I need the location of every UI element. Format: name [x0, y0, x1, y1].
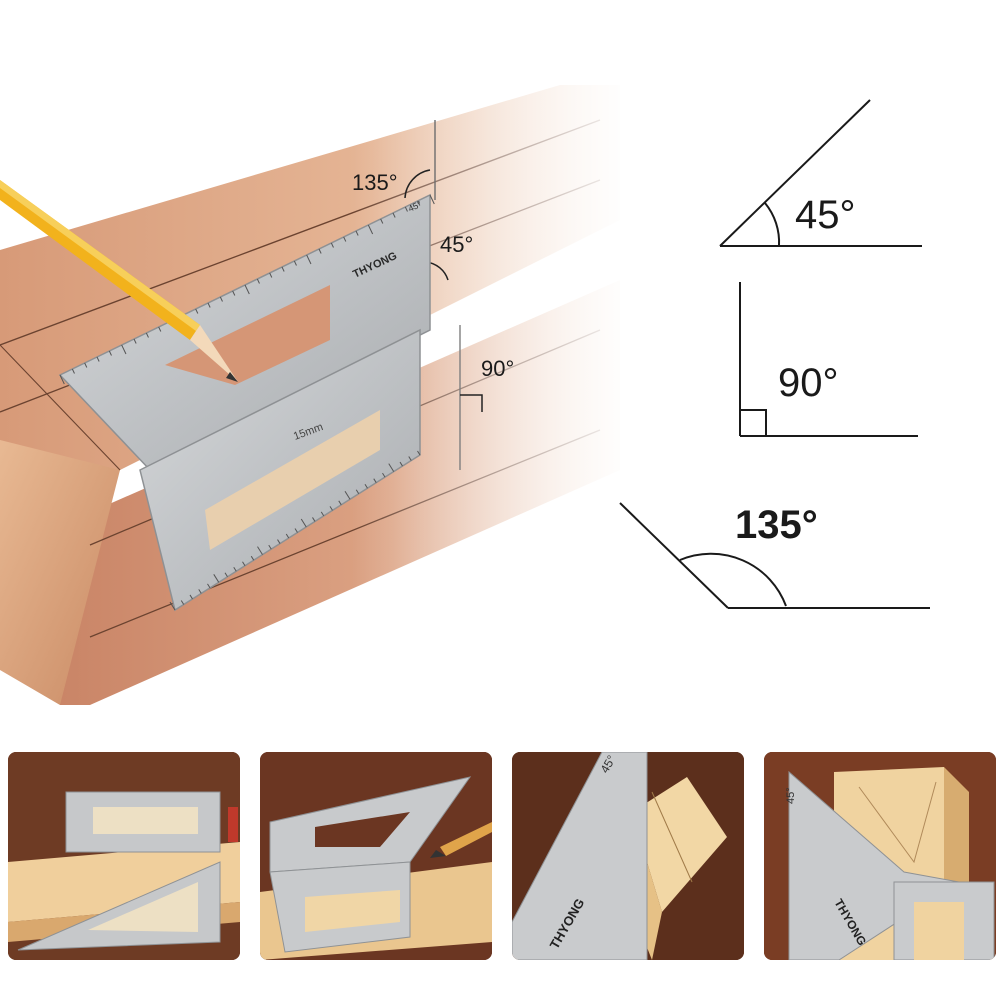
callout-45: 45° [440, 232, 473, 257]
hero-product-image: 135° 45° 90° 15mm THYONG 45° 45° [0, 80, 930, 720]
ruler-tick [318, 248, 322, 254]
ruler-tick [355, 489, 360, 495]
thumbnail-pencil-marking[interactable] [260, 752, 492, 960]
ruler-tick [344, 491, 351, 500]
thumbnail-45-closeup[interactable]: 45° THYONG [512, 752, 744, 960]
ruler-tick [330, 242, 334, 248]
ruler-tick [343, 236, 347, 242]
ruler-tick [207, 583, 211, 589]
ruler-tick [219, 296, 223, 302]
diagram-label-45: 45° [795, 193, 856, 237]
ruler-tick [329, 506, 333, 511]
thumbnail-top-view[interactable] [8, 752, 240, 960]
ruler-tick [312, 517, 316, 522]
ruler-tick [300, 518, 307, 528]
diagram-label-135: 135° [735, 503, 818, 547]
ruler-tick [242, 561, 246, 566]
ruler-tick [233, 566, 237, 572]
ruler-tick [382, 472, 386, 478]
ruler-tick [244, 284, 250, 295]
square-tool: 15mm THYONG 45° [58, 193, 435, 612]
ruler-tick [388, 463, 395, 472]
ruler-tick [198, 589, 202, 594]
ruler-tick [145, 332, 149, 338]
callout-90: 90° [481, 356, 514, 381]
ruler-tick [429, 194, 435, 205]
ruler-tick [71, 368, 75, 374]
ruler-tick [367, 224, 374, 235]
ruler-tick [320, 511, 325, 517]
ruler-tick [224, 572, 228, 578]
ruler-tick [399, 461, 403, 467]
ruler-tick [189, 594, 193, 600]
ruler-tick [133, 338, 137, 344]
angle-diagram-45: 45° [719, 99, 922, 247]
ruler-tick [392, 212, 396, 218]
ruler-tick [306, 254, 312, 265]
ruler-tick [294, 528, 298, 533]
ruler-tick [417, 200, 421, 206]
ruler-tick [408, 456, 412, 461]
ruler-tick [293, 260, 297, 266]
ruler-tick [180, 600, 185, 605]
ruler-tick [59, 374, 65, 385]
pencil [0, 180, 238, 382]
ruler-tick [277, 539, 281, 544]
ruler-tick [108, 350, 112, 356]
ruler-tick [213, 574, 220, 583]
ruler-tick [121, 344, 127, 355]
thumb4-45-marking: 45° [785, 787, 797, 804]
ruler-tick [417, 450, 421, 456]
angle-diagram-90: 90° [739, 282, 918, 437]
ruler-tick [207, 302, 211, 308]
ruler-tick [285, 533, 290, 539]
ruler-tick [256, 278, 260, 284]
ruler-tick [169, 601, 176, 611]
thumbnail-square-on-block[interactable]: 45° THYONG [764, 752, 996, 960]
callout-135: 135° [352, 170, 398, 195]
ruler-tick [268, 544, 272, 550]
ruler-tick [195, 308, 199, 314]
ruler-tick [232, 290, 236, 296]
ruler-tick [96, 356, 100, 362]
ruler-tick [355, 230, 359, 236]
ruler-tick [380, 218, 384, 224]
ruler-tick [257, 546, 263, 555]
ruler-tick [84, 362, 88, 368]
ruler-tick [373, 478, 377, 483]
diagram-label-90: 90° [778, 361, 839, 405]
ruler-tick [364, 483, 368, 489]
ruler-tick [158, 326, 162, 332]
angle-diagram-135: 135° [619, 502, 930, 609]
ruler-tick [269, 272, 273, 278]
ruler-tick [338, 500, 342, 506]
ruler-tick [250, 555, 255, 561]
ruler-tick [281, 266, 285, 272]
ruler-tick [404, 206, 408, 212]
